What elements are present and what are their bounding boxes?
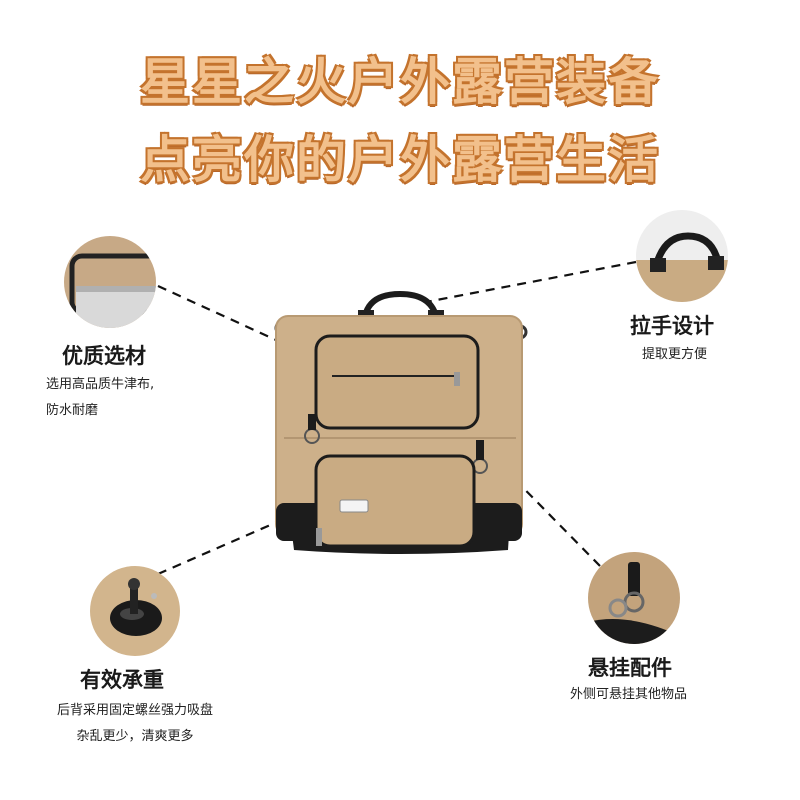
feature-material-desc-line2: 防水耐磨 (46, 403, 99, 418)
feature-suction-desc-line1: 后背采用固定螺丝强力吸盘 (56, 703, 213, 718)
connector-hanging (483, 447, 601, 567)
feature-material-title: 优质选材 (62, 344, 146, 368)
feature-material-desc-line1: 选用高品质牛津布, (46, 377, 155, 392)
feature-hanging-title: 悬挂配件 (588, 656, 672, 680)
material-closeup-image (64, 236, 156, 328)
hanging-organizer-bag (274, 290, 528, 554)
hanging-accessory-closeup-image (588, 552, 680, 644)
feature-material-desc: 选用高品质牛津布, 防水耐磨 (46, 372, 154, 424)
handle-closeup-image (636, 210, 728, 302)
connector-handle (425, 260, 637, 304)
feature-hanging-desc: 外侧可悬挂其他物品 (570, 687, 688, 702)
feature-suction-desc-line2: 杂乱更少，清爽更多 (76, 729, 194, 744)
headline-line-1: 星星之火户外露营装备 (140, 53, 660, 111)
feature-suction-title: 有效承重 (80, 668, 164, 692)
feature-suction-desc: 后背采用固定螺丝强力吸盘 杂乱更少，清爽更多 (40, 698, 230, 750)
suction-cup-closeup-image (90, 566, 180, 656)
feature-handle-title: 拉手设计 (630, 314, 714, 338)
headline-line-2: 点亮你的户外露营生活 (140, 131, 660, 189)
bag-handle (362, 290, 439, 317)
brand-label (339, 499, 369, 513)
feature-handle-desc: 提取更方便 (642, 347, 708, 362)
